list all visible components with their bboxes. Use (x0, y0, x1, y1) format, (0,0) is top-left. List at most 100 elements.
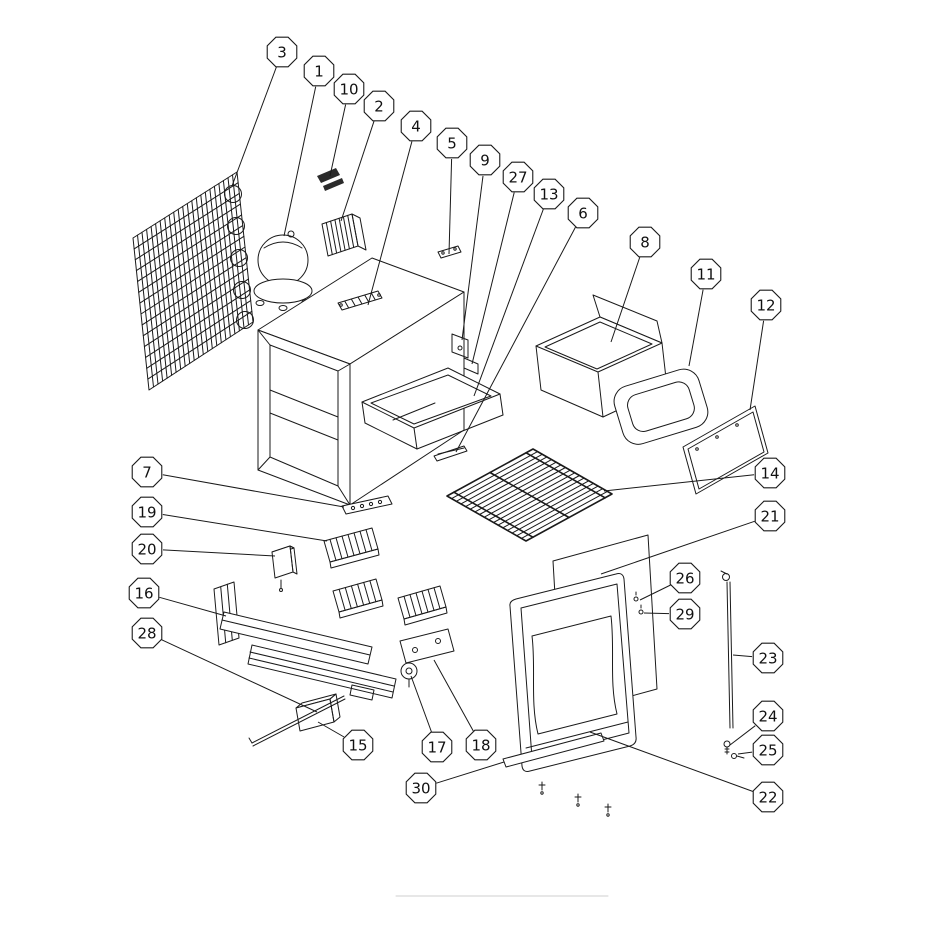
callout-8[interactable]: 8 (610, 226, 661, 343)
hatch-line (133, 182, 239, 250)
callout-23[interactable]: 23 (732, 642, 784, 674)
crisper-tray-drawing (361, 367, 504, 450)
callout-26[interactable]: 26 (639, 562, 701, 601)
callout-20[interactable]: 20 (131, 533, 276, 565)
callout-7[interactable]: 7 (131, 456, 345, 508)
callout-2[interactable]: 2 (340, 90, 395, 222)
callout-badge[interactable] (750, 289, 782, 321)
callout-badge[interactable] (567, 197, 599, 229)
callout-17[interactable]: 17 (410, 675, 453, 763)
callout-badge[interactable] (752, 642, 784, 674)
callout-badge[interactable] (690, 258, 722, 290)
callout-badge[interactable] (752, 781, 784, 813)
callout-30[interactable]: 30 (405, 761, 505, 804)
callout-number: 12 (756, 296, 775, 314)
callout-badge[interactable] (400, 110, 432, 142)
callout-badge[interactable] (131, 496, 163, 528)
hatch-line (329, 538, 337, 561)
vent-grille-c-drawing (397, 585, 448, 626)
junction-box-drawing (295, 693, 341, 732)
vent-grille-b-drawing (332, 578, 384, 619)
door-drawing (509, 573, 644, 772)
callout-badge[interactable] (303, 55, 335, 87)
callout-22[interactable]: 22 (589, 731, 784, 813)
callout-11[interactable]: 11 (688, 258, 722, 367)
callout-number: 6 (578, 204, 588, 222)
leader-line (162, 549, 276, 557)
callout-24[interactable]: 24 (729, 700, 784, 746)
callout-25[interactable]: 25 (737, 734, 784, 766)
hatch-line (204, 191, 222, 344)
hatch-line (341, 535, 349, 558)
callout-badge[interactable] (363, 90, 395, 122)
leader-line (688, 289, 704, 367)
callout-badge[interactable] (333, 73, 365, 105)
hatch-line (357, 583, 365, 606)
callout-5[interactable]: 5 (436, 127, 468, 255)
callout-badge[interactable] (669, 562, 701, 594)
hatch-line (370, 292, 376, 301)
callout-badge[interactable] (131, 617, 163, 649)
hatch-line (365, 529, 373, 552)
callout-badge[interactable] (131, 533, 163, 565)
finned-component-drawing (321, 213, 367, 257)
callout-3[interactable]: 3 (231, 36, 298, 187)
callout-badge[interactable] (754, 457, 786, 489)
strip-screw (574, 793, 582, 807)
callout-badge[interactable] (421, 731, 453, 763)
leader-line (436, 761, 505, 784)
callout-badge[interactable] (266, 36, 298, 68)
wire-shelf-drawing (446, 448, 613, 542)
callout-16[interactable]: 16 (128, 577, 227, 617)
starter-relay-drawing (317, 168, 344, 191)
callout-badge[interactable] (436, 127, 468, 159)
callout-number: 26 (675, 569, 694, 587)
callout-14[interactable]: 14 (603, 457, 786, 492)
leader-line (461, 175, 484, 341)
callout-badge[interactable] (131, 456, 163, 488)
leader-line (600, 520, 756, 575)
callout-4[interactable]: 4 (367, 110, 432, 306)
callout-28[interactable]: 28 (131, 617, 318, 713)
hatch-line (186, 203, 204, 355)
callout-19[interactable]: 19 (131, 496, 328, 542)
callout-badge[interactable] (669, 598, 701, 630)
callout-13[interactable]: 13 (473, 178, 565, 397)
hatch-line (191, 200, 209, 353)
callout-badge[interactable] (469, 144, 501, 176)
callout-badge[interactable] (752, 734, 784, 766)
hatch-line (350, 298, 356, 307)
callout-18[interactable]: 18 (433, 659, 497, 761)
hatch-line (140, 246, 246, 315)
hatch-line (141, 231, 159, 385)
callout-number: 15 (348, 736, 367, 754)
callout-27[interactable]: 27 (471, 161, 534, 365)
callout-badge[interactable] (533, 178, 565, 210)
callout-badge[interactable] (502, 161, 534, 193)
front-rail-assembly-drawing (213, 581, 397, 701)
callout-15[interactable]: 15 (317, 721, 374, 761)
callout-badge[interactable] (752, 700, 784, 732)
callout-number: 23 (758, 649, 777, 667)
callout-number: 27 (508, 168, 527, 186)
callout-10[interactable]: 10 (329, 73, 365, 177)
callout-number: 18 (471, 736, 490, 754)
callout-badge[interactable] (465, 729, 497, 761)
callout-29[interactable]: 29 (643, 598, 701, 630)
heater-tube-drawing (248, 695, 346, 747)
callout-9[interactable]: 9 (461, 144, 501, 341)
hatch-line (159, 220, 177, 373)
leader-line (161, 639, 318, 713)
callout-1[interactable]: 1 (283, 55, 335, 237)
callout-21[interactable]: 21 (600, 500, 786, 575)
callout-badge[interactable] (342, 729, 374, 761)
callout-badge[interactable] (405, 772, 437, 804)
callout-badge[interactable] (629, 226, 661, 258)
callout-6[interactable]: 6 (455, 197, 599, 453)
slide-strip-drawing (433, 445, 468, 462)
callout-badge[interactable] (128, 577, 160, 609)
callout-badge[interactable] (754, 500, 786, 532)
callout-number: 8 (640, 233, 650, 251)
hatch-line (335, 537, 343, 560)
callout-12[interactable]: 12 (749, 289, 782, 411)
